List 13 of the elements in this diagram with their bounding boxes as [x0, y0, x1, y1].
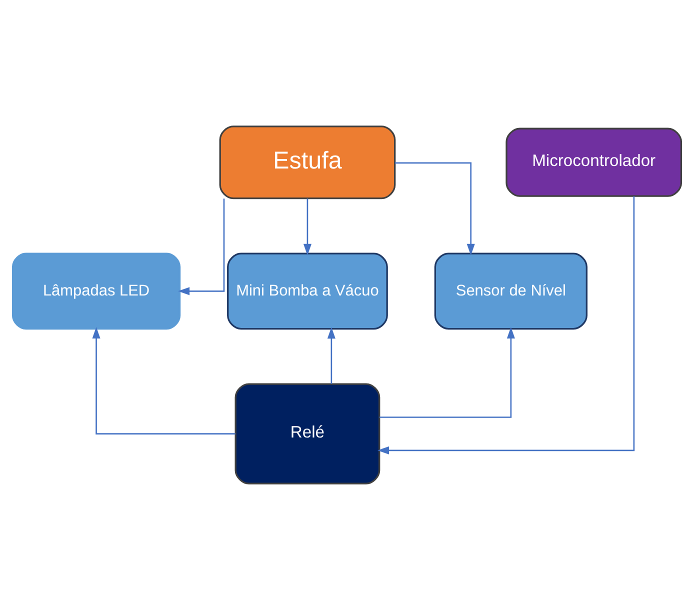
node-box: Estufa — [219, 126, 396, 200]
arrow — [92, 327, 236, 434]
arrow — [394, 162, 475, 256]
arrow — [178, 198, 225, 296]
node-box: Mini Bomba a Vácuo — [227, 252, 388, 330]
node-box: Sensor de Nível — [434, 252, 588, 330]
node-box: Relé — [234, 383, 380, 484]
arrow — [327, 327, 336, 384]
arrow — [379, 326, 515, 418]
node-box: Lâmpadas LED — [12, 252, 181, 330]
arrow — [378, 196, 635, 454]
arrow — [303, 198, 312, 256]
node-box: Microcontrolador — [506, 128, 682, 197]
